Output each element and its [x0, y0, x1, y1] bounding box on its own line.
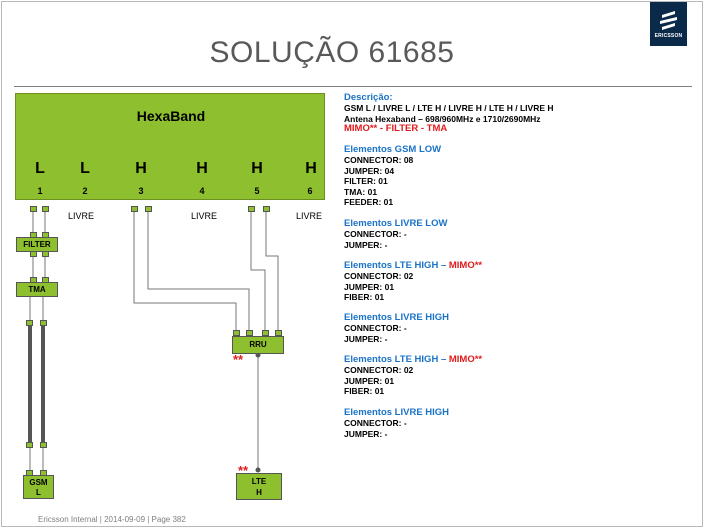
filter-box: FILTER	[16, 237, 58, 252]
connector	[30, 251, 37, 257]
connector	[42, 206, 49, 212]
section-title: Elementos LTE HIGH – MIMO**	[344, 354, 483, 365]
section-gsm-low: Elementos GSM LOW CONNECTOR: 08 JUMPER: …	[344, 144, 442, 208]
lte-label: LTE	[251, 477, 267, 486]
section-title-text: Elementos LTE HIGH	[344, 354, 439, 365]
livre-label: LIVRE	[68, 211, 95, 221]
section-item: JUMPER: -	[344, 239, 388, 250]
connector	[40, 320, 47, 326]
band-label: H	[305, 160, 317, 177]
lte-h-box: LTE H	[236, 473, 282, 500]
connector	[275, 330, 282, 336]
description-line: Antena Hexaband – 698/960MHz e 1710/2690…	[344, 113, 541, 124]
section-item: CONNECTOR: -	[344, 418, 407, 429]
band-label: H	[196, 160, 208, 177]
port-number: 3	[138, 186, 144, 196]
mimo-tag: MIMO**	[448, 260, 483, 271]
section-item: FILTER: 01	[344, 176, 388, 187]
lte-band-label: H	[256, 488, 262, 497]
section-item: JUMPER: -	[344, 428, 388, 439]
connector	[131, 206, 138, 212]
section-livre-high-2: Elementos LIVRE HIGH CONNECTOR: - JUMPER…	[344, 407, 450, 439]
connector	[233, 330, 240, 336]
section-title: Elementos LIVRE HIGH	[344, 312, 450, 323]
ericsson-logo: ERICSSON	[650, 2, 687, 46]
section-title-text: Elementos LIVRE HIGH	[344, 407, 450, 418]
band-label: L	[80, 160, 90, 177]
connector	[248, 206, 255, 212]
description-line: GSM L / LIVRE L / LTE H / LIVRE H / LTE …	[344, 103, 554, 114]
livre-label: LIVRE	[191, 211, 218, 221]
gsm-label: GSM	[29, 478, 48, 487]
connector	[26, 320, 33, 326]
description-line: MIMO** - FILTER - TMA	[344, 123, 448, 135]
section-title: Elementos GSM LOW	[344, 144, 442, 155]
connector	[42, 251, 49, 257]
port-number: 1	[37, 186, 43, 196]
mimo-tag: MIMO**	[448, 354, 483, 365]
port-number: 5	[254, 186, 260, 196]
connector	[145, 206, 152, 212]
description-heading: Descrição:	[344, 92, 393, 103]
band-label: H	[251, 160, 263, 177]
section-title: Elementos LTE HIGH – MIMO**	[344, 260, 483, 271]
section-title: Elementos LIVRE HIGH	[344, 407, 450, 418]
tma-box: TMA	[16, 282, 58, 297]
logo-wordmark: ERICSSON	[654, 33, 683, 39]
section-item: FIBER: 01	[344, 292, 385, 303]
section-item: JUMPER: 04	[344, 165, 395, 176]
section-item: CONNECTOR: -	[344, 323, 407, 334]
title-divider	[14, 86, 692, 87]
section-item: JUMPER: 01	[344, 375, 395, 386]
section-title: Elementos LIVRE LOW	[344, 218, 448, 229]
gsm-l-box: GSM L	[23, 475, 54, 499]
section-livre-high: Elementos LIVRE HIGH CONNECTOR: - JUMPER…	[344, 312, 450, 344]
section-item: CONNECTOR: 02	[344, 365, 414, 376]
description-block: Descrição: GSM L / LIVRE L / LTE H / LIV…	[344, 92, 554, 135]
gsm-band-label: L	[36, 488, 41, 497]
section-title-text: Elementos GSM LOW	[344, 144, 442, 155]
slide-title: SOLUÇÃO 61685	[209, 36, 455, 69]
hexaband-antenna: HexaBand L L H H H H 1 2 3 4 5 6	[15, 93, 325, 200]
fiber-node	[255, 467, 261, 473]
hexaband-label: HexaBand	[136, 108, 206, 124]
band-label: L	[35, 160, 45, 177]
section-item: TMA: 01	[344, 186, 378, 197]
ericsson-bars-icon	[660, 11, 677, 30]
band-label: H	[135, 160, 147, 177]
connector	[26, 442, 33, 448]
rru-box: RRU	[232, 336, 284, 354]
port-number: 6	[307, 186, 313, 196]
section-item: JUMPER: -	[344, 333, 388, 344]
section-lte-high: Elementos LTE HIGH – MIMO** CONNECTOR: 0…	[344, 260, 483, 303]
section-item: JUMPER: 01	[344, 281, 395, 292]
section-livre-low: Elementos LIVRE LOW CONNECTOR: - JUMPER:…	[344, 218, 448, 250]
connector	[246, 330, 253, 336]
livre-label: LIVRE	[296, 211, 323, 221]
port-number: 4	[199, 186, 205, 196]
section-title-text: Elementos LIVRE HIGH	[344, 312, 450, 323]
section-item: FEEDER: 01	[344, 197, 394, 208]
connector	[30, 206, 37, 212]
connector	[263, 206, 270, 212]
section-title-text: Elementos LTE HIGH	[344, 260, 439, 271]
section-item: CONNECTOR: -	[344, 229, 407, 240]
mimo-marker: **	[238, 463, 249, 478]
section-item: CONNECTOR: 02	[344, 271, 414, 282]
mimo-marker: **	[233, 352, 244, 367]
section-item: CONNECTOR: 08	[344, 155, 414, 166]
section-item: FIBER: 01	[344, 386, 385, 397]
footer-text: Ericsson Internal | 2014-09-09 | Page 38…	[38, 515, 186, 524]
connector	[40, 442, 47, 448]
section-title-text: Elementos LIVRE LOW	[344, 218, 448, 229]
connector	[262, 330, 269, 336]
port-number: 2	[82, 186, 88, 196]
section-lte-high-2: Elementos LTE HIGH – MIMO** CONNECTOR: 0…	[344, 354, 483, 397]
